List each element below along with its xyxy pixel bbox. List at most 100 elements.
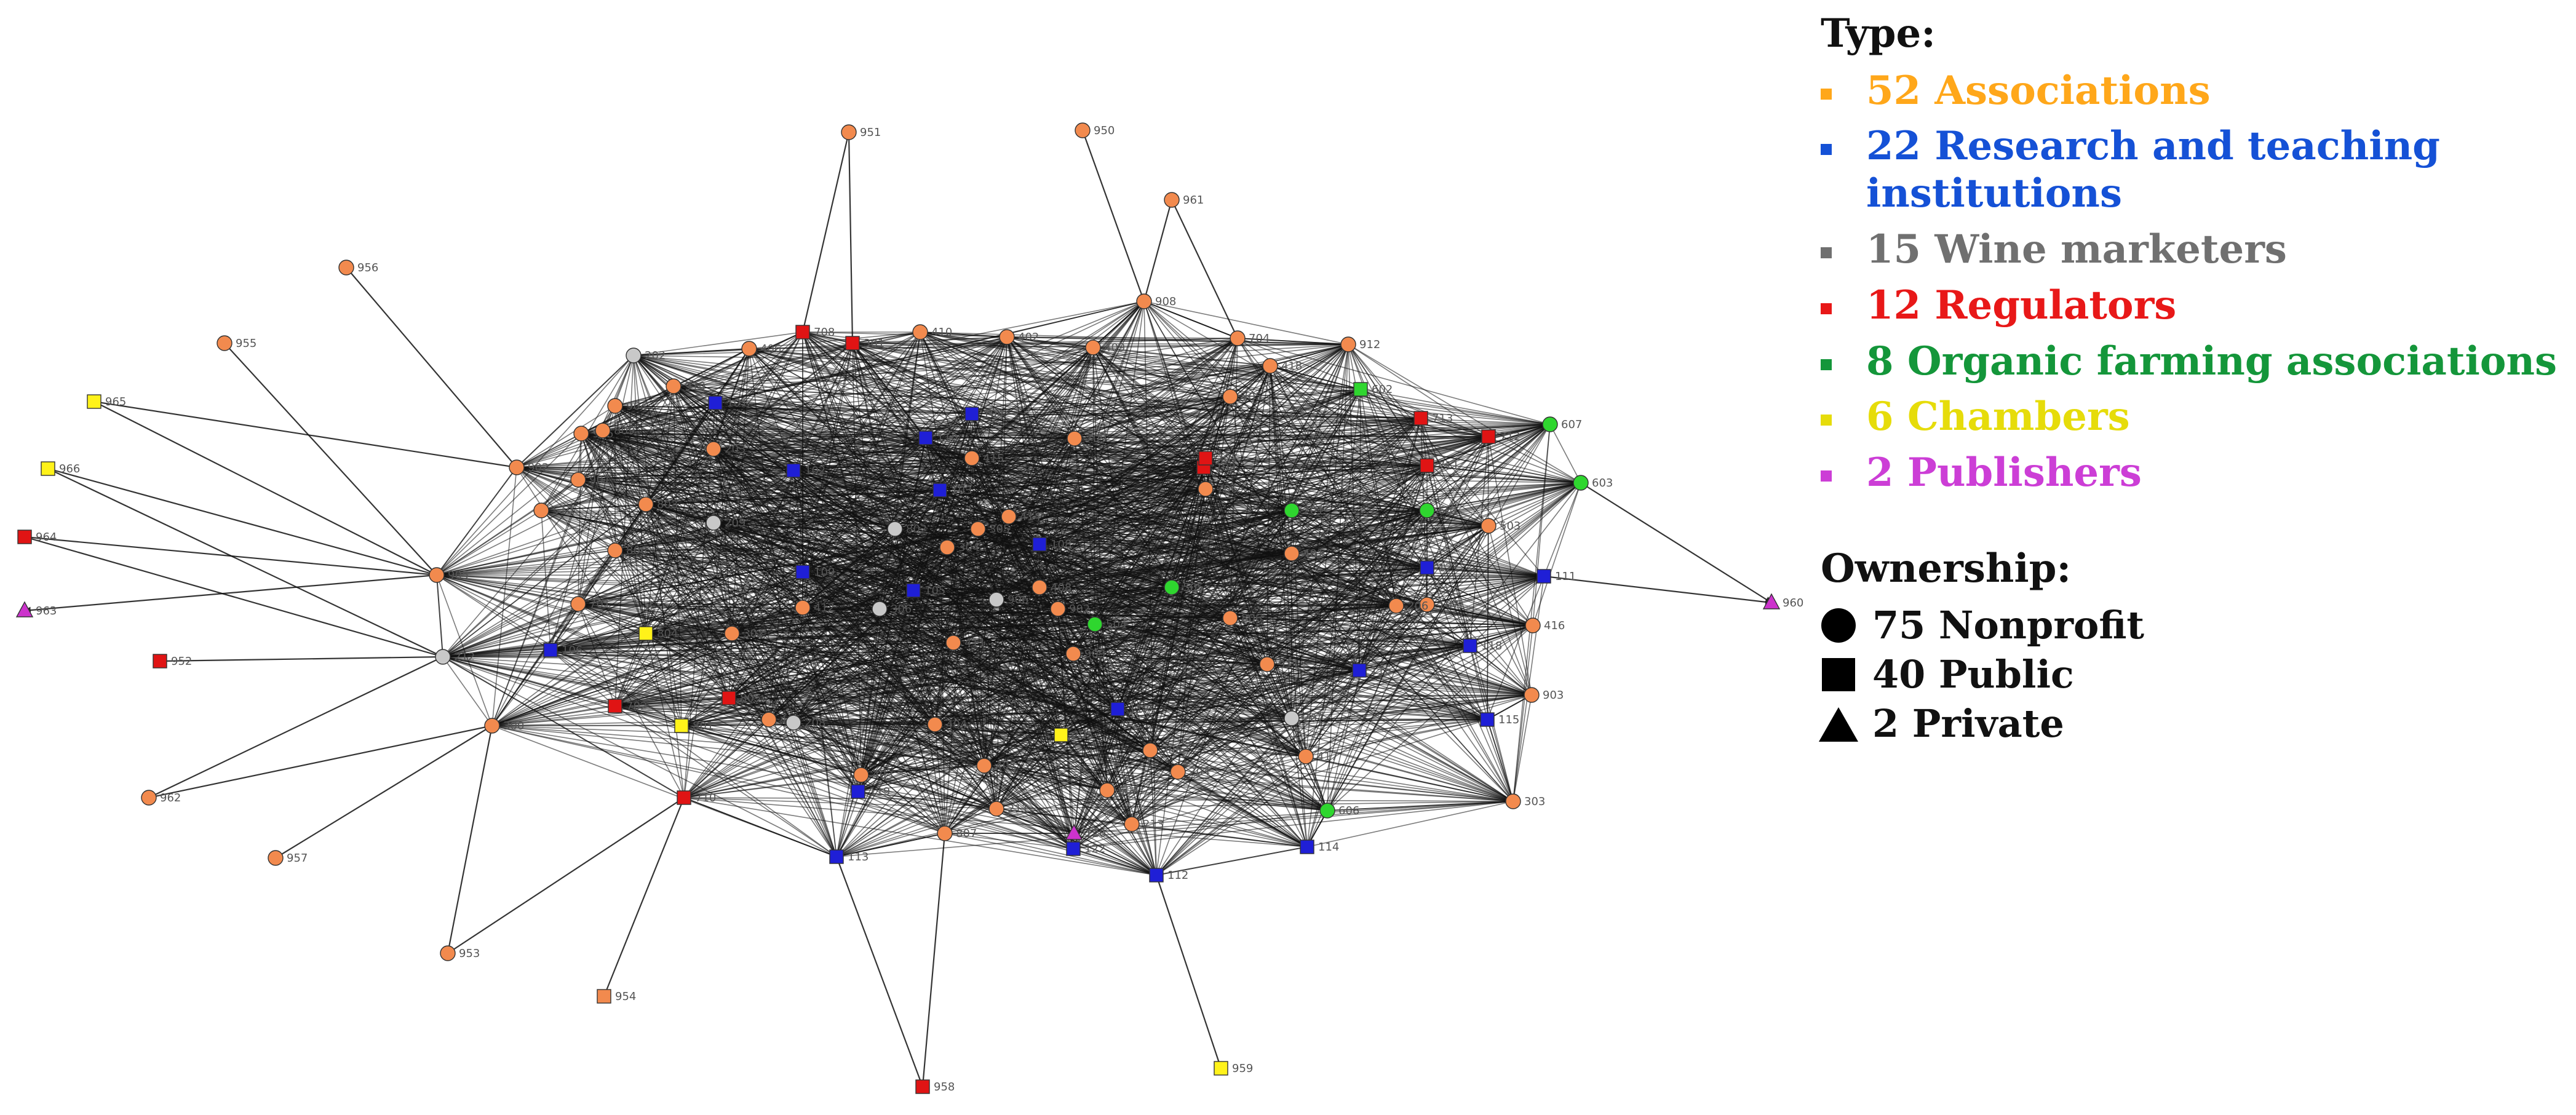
edge [93, 399, 517, 469]
node-960: 960 [1762, 593, 1803, 609]
edge [436, 355, 634, 576]
legend-item-organic: 8 Organic farming associations [1821, 338, 2559, 386]
node-908: 908 [1136, 293, 1176, 309]
node-label: 607 [1561, 418, 1582, 431]
node-marker [338, 260, 354, 276]
node-label: 912 [1359, 338, 1380, 351]
node-103: 103 [932, 483, 972, 498]
edge [602, 338, 1238, 432]
edge [1073, 847, 1157, 876]
node-label: 707 [1217, 452, 1238, 465]
node-902: 902 [509, 459, 549, 475]
node-212: 212 [435, 649, 475, 665]
edge [1426, 465, 1489, 720]
edge [1486, 482, 1581, 720]
edge [436, 433, 582, 576]
node-label: 301 [864, 337, 885, 350]
node-marker [970, 521, 986, 537]
node-label: 113 [848, 851, 869, 863]
node-marker [1352, 663, 1367, 678]
edge [645, 438, 1075, 506]
node-label: 417 [1317, 750, 1338, 763]
node-marker [851, 784, 865, 799]
node-119: 119 [851, 784, 890, 799]
node-label: 120 [1085, 827, 1106, 840]
node-label: 906 [1008, 593, 1028, 606]
node-label: 961 [1183, 194, 1204, 207]
node-marker [706, 441, 722, 457]
node-marker [932, 483, 947, 498]
node-417: 417 [1298, 748, 1338, 764]
node-marker [795, 325, 810, 339]
edge [1291, 482, 1581, 719]
edge [1543, 575, 1773, 606]
edge [1359, 669, 1488, 720]
node-label: 711 [1438, 459, 1459, 472]
node-110: 110 [918, 431, 958, 445]
node-115: 115 [1480, 712, 1519, 727]
node-label: 114 [1318, 841, 1339, 854]
edge [447, 797, 685, 954]
node-label: 807 [956, 827, 977, 840]
node-label: 300 [503, 720, 524, 732]
node-712: 712 [1481, 429, 1521, 444]
node-label: 708 [814, 326, 835, 339]
node-marker [638, 496, 654, 512]
edge [1205, 458, 1428, 568]
node-404: 404 [927, 716, 967, 732]
node-label: 404 [946, 718, 967, 731]
node-label: 104 [983, 408, 1004, 421]
edge [1360, 389, 1551, 426]
node-marker [1198, 481, 1214, 497]
node-label: 910 [685, 380, 706, 393]
node-marker [939, 539, 955, 555]
edge [346, 267, 517, 468]
edge [436, 574, 493, 726]
node-label: 602 [1372, 383, 1393, 396]
edge [749, 347, 1428, 466]
node-label: 414 [1020, 510, 1041, 523]
node-209: 209 [706, 515, 745, 531]
node-marker [141, 790, 157, 806]
node-211: 211 [988, 801, 1028, 817]
node-label: 411 [964, 637, 985, 649]
node-marker [786, 463, 801, 478]
node-label: 955 [236, 337, 256, 350]
node-label: 119 [869, 785, 890, 798]
node-marker [509, 459, 525, 475]
edge [614, 301, 1145, 408]
node-409: 409 [1085, 339, 1125, 355]
node-410: 410 [912, 324, 952, 340]
node-label: 950 [1094, 124, 1115, 137]
node-marker [795, 565, 810, 579]
node-marker [217, 335, 233, 351]
node-label: 806 [1241, 612, 1262, 625]
organic-swatch [1821, 359, 1832, 370]
node-label: 117 [1129, 703, 1150, 716]
edge [1205, 458, 1532, 696]
edge [1074, 438, 1533, 626]
regulators-label: 12 Regulators [1866, 282, 2177, 328]
edge [1006, 335, 1238, 341]
edge [835, 856, 924, 1088]
node-marker [918, 431, 933, 445]
node-label: 201 [1303, 504, 1324, 517]
edge [1580, 482, 1772, 603]
node-952: 952 [153, 654, 192, 669]
node-marker [1340, 336, 1356, 352]
node-marker [440, 945, 456, 961]
node-label: 111 [1555, 570, 1576, 583]
edge [148, 724, 493, 800]
edge [1073, 755, 1306, 834]
node-label: 902 [528, 461, 549, 474]
node-603: 603 [1573, 475, 1613, 491]
edge [1305, 755, 1514, 802]
node-marker [1480, 712, 1495, 727]
edge [857, 790, 1075, 834]
edge [1074, 424, 1551, 441]
edge [633, 353, 1271, 367]
edge [1291, 482, 1581, 513]
node-label: 962 [160, 792, 181, 804]
edge [442, 656, 493, 726]
